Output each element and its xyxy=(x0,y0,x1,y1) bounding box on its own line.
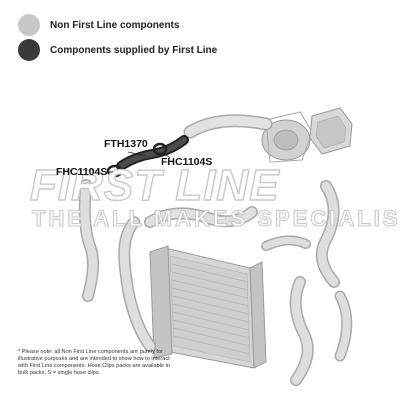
legend-label-non-first-line: Non First Line components xyxy=(50,19,180,31)
turbocharger xyxy=(261,111,313,163)
part-label-fhc1104s-right: FHC1104S xyxy=(161,156,212,168)
air-box xyxy=(309,107,353,155)
legend-item-first-line: Components supplied by First Line xyxy=(18,39,217,61)
watermark-brand: FIRST LINE xyxy=(30,161,280,210)
first-line-components xyxy=(106,135,189,178)
legend-swatch-dark xyxy=(18,39,40,61)
first-line-watermark: FIRST LINE THE ALL MAKES SPECIALIST xyxy=(29,160,400,231)
legend-swatch-light xyxy=(18,14,40,36)
leader-lines xyxy=(106,151,171,173)
non-first-line-hoses xyxy=(78,114,353,386)
hose-clip-right xyxy=(152,142,168,156)
legend-item-non-first-line: Non First Line components xyxy=(18,14,179,36)
part-label-fth1370: FTH1370 xyxy=(104,138,148,150)
intercooler xyxy=(149,245,267,369)
footnote: * Please note: all Non First Line compon… xyxy=(18,349,171,376)
watermark-tagline: THE ALL MAKES SPECIALIST xyxy=(32,206,400,231)
legend-label-first-line: Components supplied by First Line xyxy=(50,44,218,56)
hose-clip-left xyxy=(106,164,124,178)
part-label-fhc1104s-left: FHC1104S xyxy=(56,166,107,178)
